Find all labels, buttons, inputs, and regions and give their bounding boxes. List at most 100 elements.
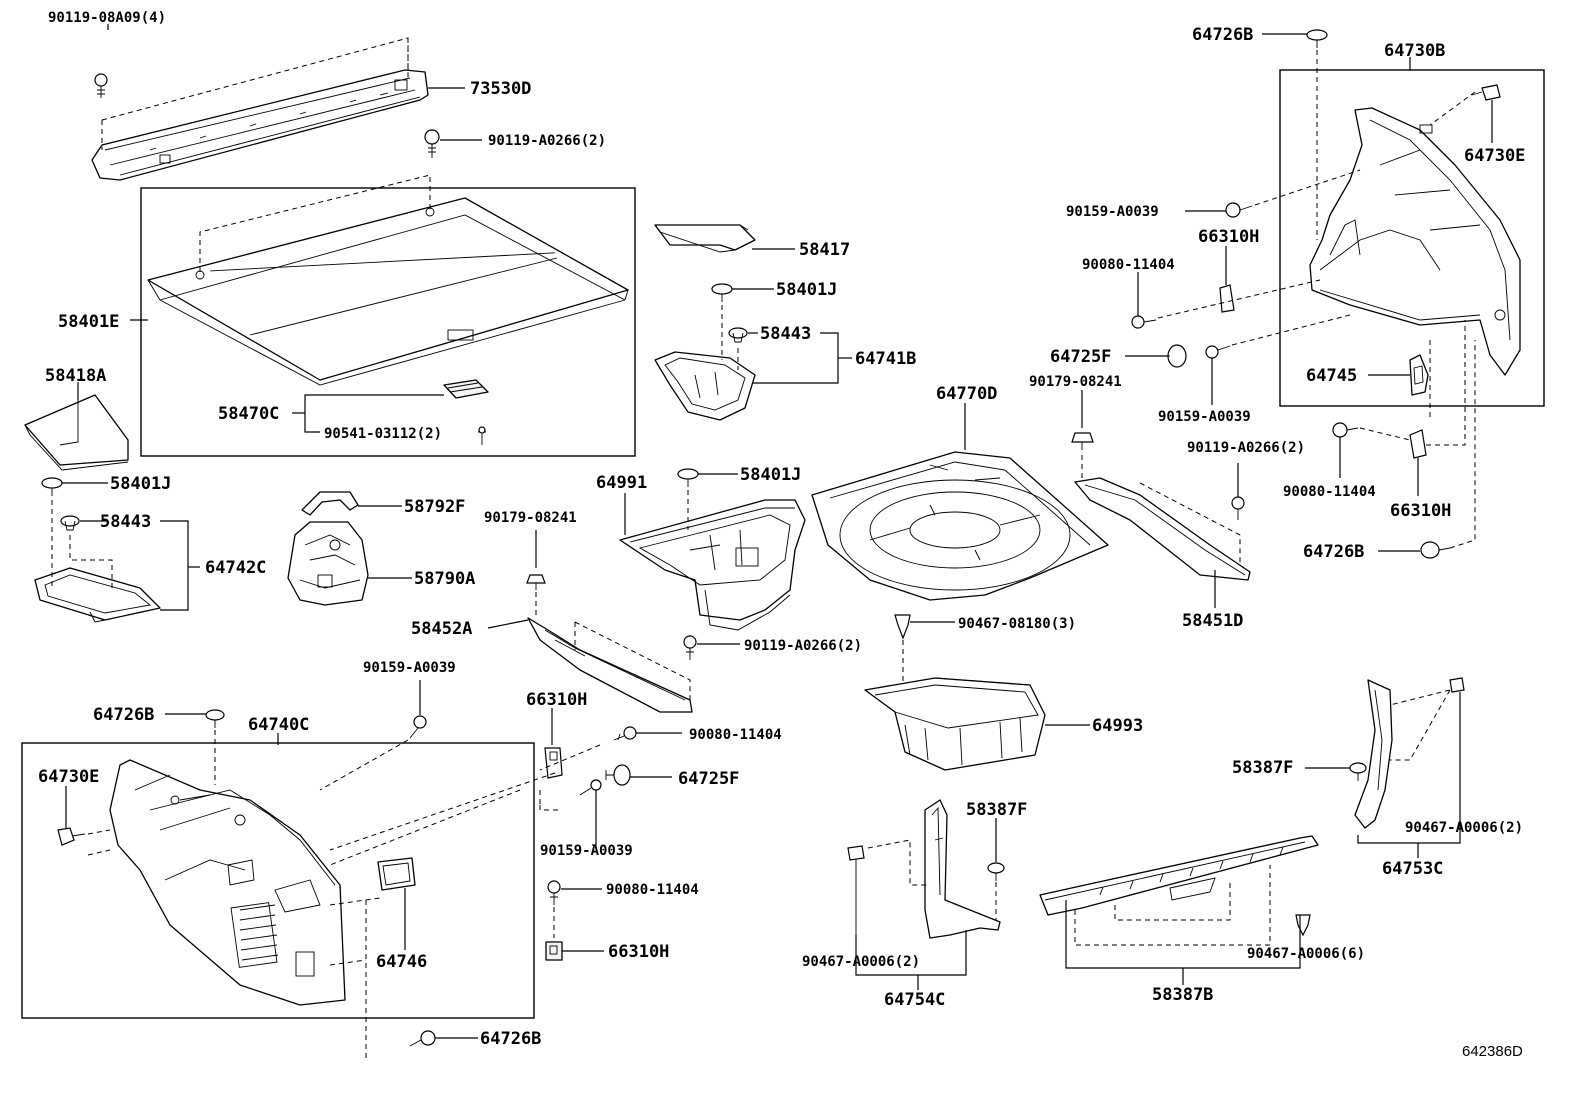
label-58401j-mid: 58401J (776, 280, 837, 300)
bolt-90119-08a09 (94, 73, 108, 98)
label-58387b: 58387B (1152, 985, 1213, 1005)
label-64726b-bottom: 64726B (480, 1029, 541, 1049)
clip-90179-08241-left (526, 574, 546, 590)
part-58452a (527, 617, 693, 713)
label-90119-a0266-right: 90119-A0266(2) (1187, 440, 1305, 456)
clip-64726b-left (205, 709, 225, 728)
clip-90467-a0006-left (847, 845, 865, 935)
label-58401j-left: 58401J (110, 474, 171, 494)
part-64741b (654, 351, 756, 421)
screw-90159-a0039-right (1205, 345, 1231, 359)
label-66310h-lower: 66310H (608, 942, 669, 962)
label-90467-a0006-6: 90467-A0006(6) (1247, 946, 1365, 962)
label-66310h-right: 66310H (1390, 501, 1451, 521)
clip-58387f-right (1349, 762, 1367, 781)
clip-66310h-right (1409, 429, 1427, 459)
part-64754c (924, 799, 1001, 939)
part-64770d (811, 451, 1109, 601)
label-64740c: 64740C (248, 715, 309, 735)
clip-64726b-topright (1306, 29, 1328, 48)
label-90119-a0266-top: 90119-A0266(2) (488, 133, 606, 149)
label-64991: 64991 (596, 473, 647, 493)
label-90467-a0006-2-left: 90467-A0006(2) (802, 954, 920, 970)
part-58401e (147, 197, 629, 386)
label-64726b-right: 64726B (1303, 542, 1364, 562)
bolt-90080-11404-right (1332, 422, 1359, 438)
label-58401j-center: 58401J (740, 465, 801, 485)
label-90159-a0039-upper: 90159-A0039 (1066, 204, 1159, 220)
frame-tonneau-cover (140, 187, 636, 457)
clip-66310h-upper (1219, 284, 1235, 313)
label-66310h-upper: 66310H (1198, 227, 1259, 247)
label-90467-08180: 90467-08180(3) (958, 616, 1076, 632)
clip-58443-mid (728, 327, 748, 343)
screw-90541-03112 (478, 426, 486, 445)
clip-64726b-bottom (409, 1030, 436, 1047)
part-58470c (443, 379, 489, 399)
label-64725f-center: 64725F (678, 769, 739, 789)
label-58443-left: 58443 (100, 512, 151, 532)
part-58417 (654, 224, 756, 253)
clip-64730e-right (1471, 84, 1501, 101)
clip-58401j-left (41, 477, 63, 496)
label-58401e: 58401E (58, 312, 119, 332)
label-90119-08a09: 90119-08A09(4) (48, 10, 166, 26)
frame-right-quarter-trim (1279, 69, 1545, 407)
part-64753c (1354, 679, 1393, 829)
clip-64730e-left (57, 827, 86, 846)
bolt-90080-11404-center (613, 726, 637, 741)
label-58418a: 58418A (45, 366, 106, 386)
label-64730b: 64730B (1384, 41, 1445, 61)
clip-58401j-center (677, 468, 699, 487)
label-90467-a0006-2-right: 90467-A0006(2) (1405, 820, 1523, 836)
part-64740c (109, 759, 346, 1006)
label-58451d: 58451D (1182, 611, 1243, 631)
part-64993 (864, 677, 1046, 771)
screw-90159-a0039-upper (1225, 202, 1253, 218)
label-90179-08241-left: 90179-08241 (484, 510, 577, 526)
label-73530d: 73530D (470, 79, 531, 99)
clip-90467-a0006-6 (1295, 914, 1311, 937)
clip-58401j-mid (711, 283, 733, 302)
clip-66310h-center (544, 747, 563, 779)
label-90080-11404-center: 90080-11404 (689, 727, 782, 743)
bolt-90080-11404-upper (1131, 315, 1157, 329)
part-64745 (1409, 354, 1429, 396)
label-90119-a0266-center: 90119-A0266(2) (744, 638, 862, 654)
clip-66310h-lower (545, 941, 563, 961)
screw-90159-a0039-center (579, 779, 602, 796)
part-58387b (1039, 835, 1319, 916)
clip-90467-a0006-right (1449, 677, 1465, 693)
label-64726b-left: 64726B (93, 705, 154, 725)
part-64730b (1309, 107, 1521, 376)
part-58418a (24, 394, 129, 471)
label-64742c: 64742C (205, 558, 266, 578)
screw-90159-a0039-left (409, 715, 427, 739)
bolt-90119-a0266-center (683, 635, 697, 660)
label-58790a: 58790A (414, 569, 475, 589)
label-58387f-right: 58387F (1232, 758, 1293, 778)
clip-58443-left (60, 515, 80, 531)
label-64725f-right: 64725F (1050, 347, 1111, 367)
label-58417: 58417 (799, 240, 850, 260)
bolt-90119-a0266-top (424, 129, 440, 158)
label-58387f-center: 58387F (966, 800, 1027, 820)
label-90080-11404-lower: 90080-11404 (606, 882, 699, 898)
part-58790a (287, 521, 369, 606)
label-90080-11404-right: 90080-11404 (1283, 484, 1376, 500)
label-64726b-topright: 64726B (1192, 25, 1253, 45)
label-58470c: 58470C (218, 404, 279, 424)
part-64742c (34, 567, 161, 623)
clip-64725f-center (605, 764, 631, 786)
label-64770d: 64770D (936, 384, 997, 404)
part-58792f (301, 491, 359, 516)
label-58452a: 58452A (411, 619, 472, 639)
label-64746: 64746 (376, 952, 427, 972)
clip-58387f-center (987, 862, 1005, 881)
label-64730e-left: 64730E (38, 767, 99, 787)
clip-90467-08180 (894, 614, 911, 640)
label-66310h-center: 66310H (526, 690, 587, 710)
screw-90119-a0266-right (1231, 496, 1245, 520)
part-73530d (91, 69, 429, 181)
